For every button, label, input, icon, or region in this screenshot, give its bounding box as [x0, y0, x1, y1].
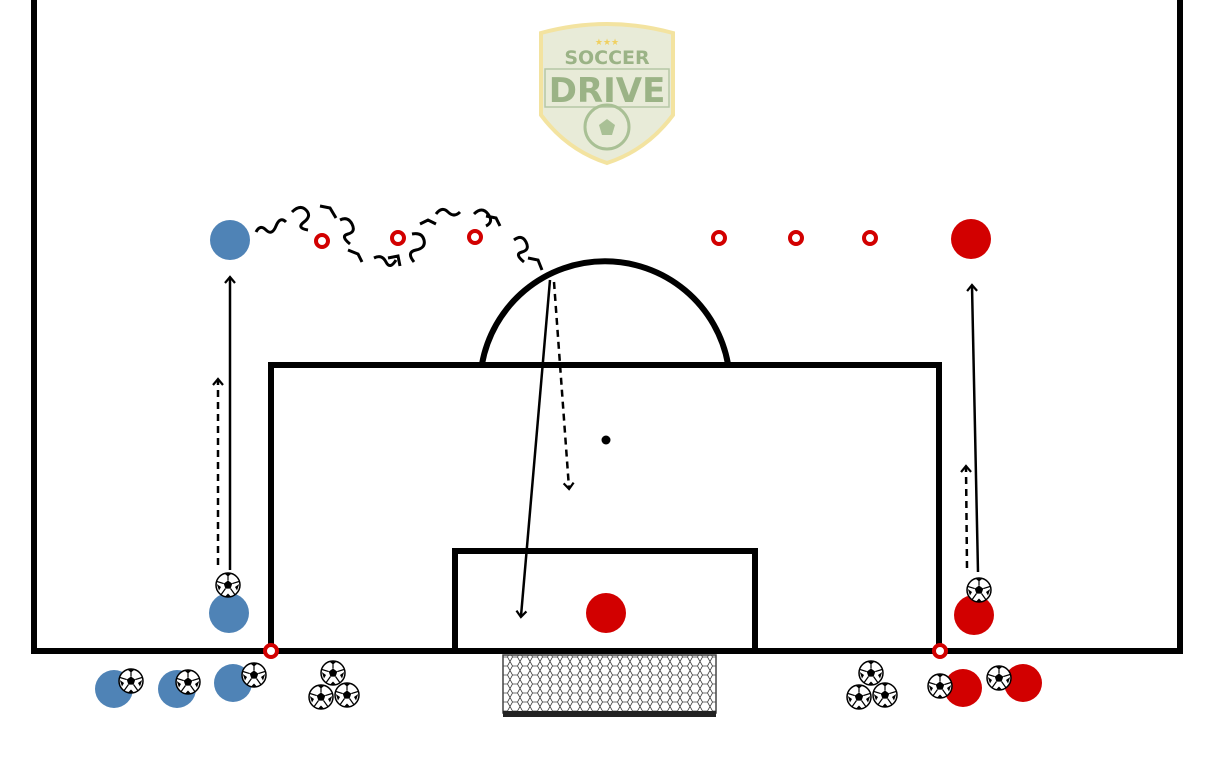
soccer-ball-icon — [118, 668, 144, 694]
goal-net-icon — [502, 654, 717, 717]
penalty-spot — [601, 435, 611, 445]
soccer-ball-icon — [320, 660, 346, 686]
player-icon — [209, 593, 249, 633]
player-icon — [954, 595, 994, 635]
logo-ball-icon — [583, 103, 631, 151]
cone-icon — [711, 230, 727, 246]
cone-icon — [314, 233, 330, 249]
movement-lines — [212, 204, 980, 619]
soccer-ball-icon — [858, 660, 884, 686]
player-icon — [1004, 664, 1042, 702]
soccer-ball-icon — [175, 669, 201, 695]
player-icon — [951, 219, 991, 259]
dribble-arrow — [960, 464, 972, 569]
cone-icon — [390, 230, 406, 246]
player-icon — [210, 220, 250, 260]
players — [95, 219, 1042, 708]
cone-icon — [788, 230, 804, 246]
cone-icon — [263, 643, 279, 659]
field-lines — [31, 0, 1183, 654]
soccer-ball-icon — [872, 682, 898, 708]
logo-stars: ★★★ — [595, 38, 619, 48]
soccer-ball-icon — [966, 577, 992, 603]
soccer-ball-icon — [334, 682, 360, 708]
player-run-arrow — [966, 283, 980, 573]
player-run-arrow — [552, 281, 575, 491]
soccer-ball-icon — [846, 684, 872, 710]
logo-line1: SOCCER — [564, 47, 650, 69]
soccer-ball-icon — [215, 572, 241, 598]
soccer-ball-icon — [241, 662, 267, 688]
player-icon — [586, 593, 626, 633]
cone-icon — [862, 230, 878, 246]
soccer-ball-icon — [986, 665, 1012, 691]
cone-icon — [932, 643, 948, 659]
penalty-arc — [479, 258, 731, 365]
dribble-zigzag — [254, 204, 544, 271]
cones — [263, 229, 948, 659]
shot-arrow — [515, 279, 552, 619]
player-icon — [944, 669, 982, 707]
cone-icon — [467, 229, 483, 245]
soccer-ball-icon — [927, 673, 953, 699]
soccer-drive-logo: ★★★ SOCCER DRIVE — [539, 22, 675, 166]
goal-box — [452, 548, 758, 654]
soccer-ball-icon — [308, 684, 334, 710]
